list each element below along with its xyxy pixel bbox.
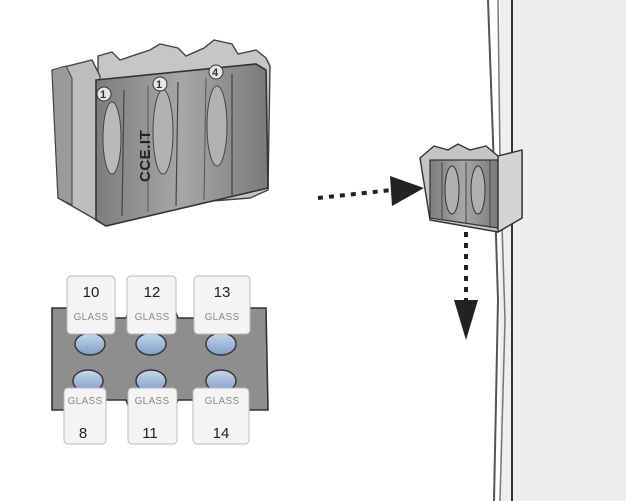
clip-mounted xyxy=(419,143,523,234)
arrow-slide-onto-glass xyxy=(317,176,424,206)
ring-row xyxy=(72,332,237,393)
arrow-slide-down xyxy=(454,232,478,340)
tab-glass-label: GLASS xyxy=(135,396,170,407)
clip-slot-label: 1 xyxy=(156,79,162,91)
tab-top-12: 12 GLASS xyxy=(126,275,177,335)
tab-number: 8 xyxy=(79,425,87,442)
tab-glass-label: GLASS xyxy=(205,396,240,407)
tab-top-13: 13 GLASS xyxy=(193,275,251,335)
clip-slot-label: 1 xyxy=(100,89,106,101)
clip-3d-large: 1 1 4 CCE.IT xyxy=(51,39,271,227)
tab-number: 12 xyxy=(144,284,161,301)
tab-bottom-8: GLASS 8 xyxy=(63,387,107,445)
clip-slot-label: 4 xyxy=(212,67,219,79)
tab-top-10: 10 GLASS xyxy=(66,275,116,335)
tab-glass-label: GLASS xyxy=(135,312,170,323)
tab-number: 13 xyxy=(214,284,231,301)
clip-strip-flat: 10 GLASS 12 GLASS 13 GLASS GLASS 8 GLASS… xyxy=(51,275,269,445)
tab-glass-label: GLASS xyxy=(74,312,109,323)
tab-bottom-11: GLASS 11 xyxy=(127,387,178,445)
tab-number: 10 xyxy=(83,284,100,301)
tab-number: 14 xyxy=(213,425,230,442)
brand-mark: CCE.IT xyxy=(137,130,154,182)
tab-number: 11 xyxy=(142,425,158,442)
glass-panel xyxy=(487,0,626,501)
tab-glass-label: GLASS xyxy=(205,312,240,323)
tab-bottom-14: GLASS 14 xyxy=(192,387,250,445)
tab-glass-label: GLASS xyxy=(68,396,103,407)
